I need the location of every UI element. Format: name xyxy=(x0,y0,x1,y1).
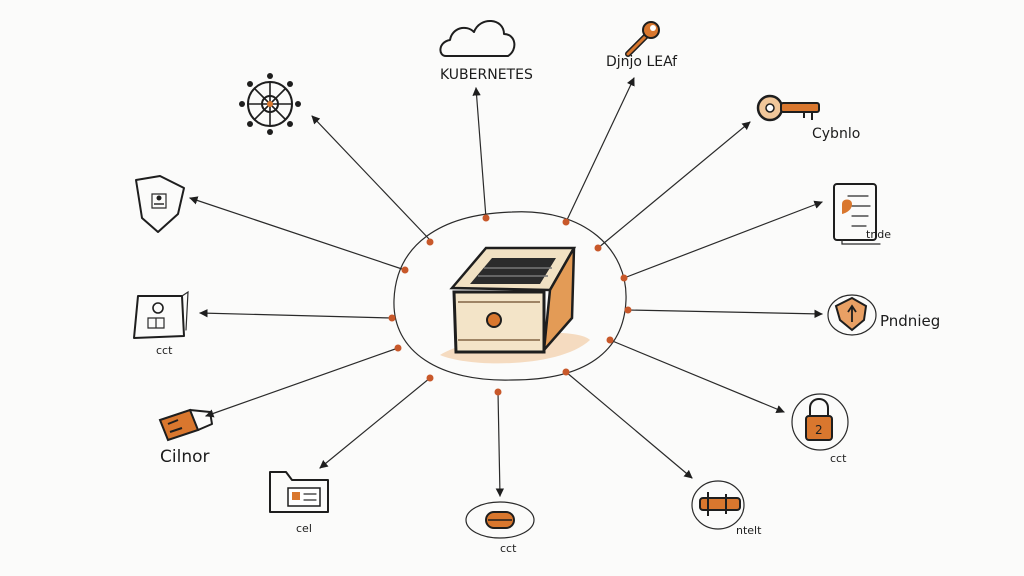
disk-icon xyxy=(465,501,535,539)
arrow-plug xyxy=(205,347,399,418)
label-kubernetes: KUBERNETES xyxy=(440,67,533,83)
label-tnde: tnde xyxy=(866,228,891,241)
document-icon xyxy=(833,183,881,245)
arrow-django xyxy=(565,77,635,223)
connector-arrows xyxy=(189,77,823,497)
label-django: Djnjo LEAf xyxy=(606,54,678,70)
arrow-cert xyxy=(199,308,393,319)
key-icon xyxy=(756,94,820,122)
label-cybnlo: Cybnlo xyxy=(812,126,860,142)
arrow-kubernetes xyxy=(472,87,487,219)
lock-icon: 2 xyxy=(791,393,849,451)
arrow-shield-left xyxy=(189,196,406,271)
helm-wheel-icon xyxy=(239,73,301,135)
arrow-pipe xyxy=(565,371,693,479)
arrow-lock xyxy=(609,339,785,413)
arrow-disk xyxy=(495,391,505,497)
arrow-shield-right xyxy=(627,309,823,319)
arrow-helm xyxy=(311,115,431,241)
label-cel: cel xyxy=(296,522,312,535)
drawer-box-icon xyxy=(440,246,590,364)
shield-badge-icon xyxy=(827,294,877,336)
arrow-doc xyxy=(623,200,823,279)
wrench-icon xyxy=(625,21,660,57)
pipe-connector-icon xyxy=(691,480,745,530)
cloud-icon xyxy=(439,20,516,57)
hub-ellipse xyxy=(393,211,627,381)
connector-dots xyxy=(388,214,632,396)
svg-text:2: 2 xyxy=(815,423,823,437)
arrow-key xyxy=(597,121,751,249)
label-pndnieg: Pndnieg xyxy=(880,312,940,330)
label-lock-cct: cct xyxy=(830,452,847,465)
arrow-folder xyxy=(319,377,431,469)
plug-icon xyxy=(158,408,213,442)
label-ntelt: ntelt xyxy=(736,524,762,537)
certificate-icon xyxy=(133,290,189,339)
label-disk-cct: cct xyxy=(500,542,517,555)
folder-icon xyxy=(269,471,329,513)
label-cert-cct: cct xyxy=(156,344,173,357)
label-cilnor: Cilnor xyxy=(160,447,209,467)
shield-icon xyxy=(135,175,185,233)
